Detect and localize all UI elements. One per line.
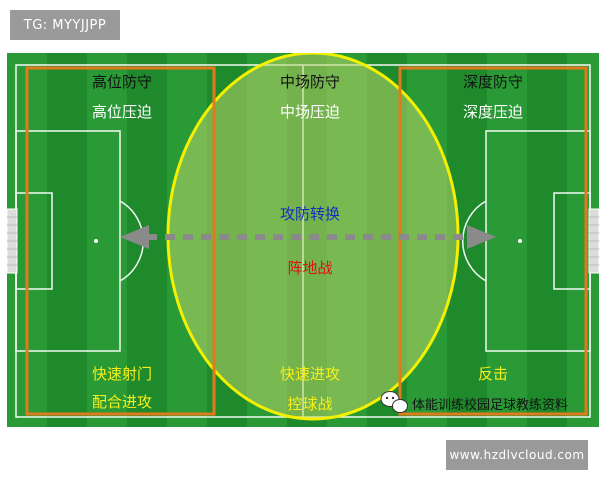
right-penalty-spot	[518, 239, 522, 243]
tag-text: TG: MYYJJPP	[23, 17, 107, 33]
left-zone-bottom-line1: 快速射门	[92, 365, 152, 383]
right-goal	[588, 208, 599, 274]
left-zone-box	[25, 66, 216, 416]
left-zone-title: 高位防守	[92, 73, 152, 91]
url-badge: www.hzdlvcloud.com	[446, 440, 588, 470]
middle-zone-center-top: 攻防转换	[280, 205, 340, 223]
right-zone-bottom-line1: 反击	[478, 365, 508, 383]
middle-zone-title: 中场防守	[280, 73, 340, 91]
right-zone-subtitle: 深度压迫	[463, 103, 523, 121]
tag-badge: TG: MYYJJPP	[10, 10, 120, 40]
middle-zone-center-bottom: 阵地战	[287, 259, 332, 277]
right-zone-title: 深度防守	[463, 73, 523, 91]
right-zone-box	[398, 66, 588, 416]
url-text: www.hzdlvcloud.com	[449, 448, 585, 462]
watermark-text: 体能训练校园足球教练资料	[412, 397, 568, 413]
middle-zone-subtitle: 中场压迫	[280, 103, 340, 121]
arrow-head-right	[467, 225, 496, 249]
football-pitch-diagram: 高位防守 高位压迫 快速射门 配合进攻 中场防守 中场压迫 攻防转换 阵地战 快…	[7, 53, 599, 427]
wechat-icon	[380, 391, 408, 413]
left-penalty-spot	[94, 239, 98, 243]
left-zone-bottom-line2: 配合进攻	[92, 393, 152, 411]
left-zone-subtitle: 高位压迫	[92, 103, 152, 121]
middle-zone-bottom-line2: 控球战	[287, 395, 332, 413]
left-goal	[7, 208, 18, 274]
arrow-head-left	[120, 225, 149, 249]
middle-zone-bottom-line1: 快速进攻	[280, 365, 340, 383]
